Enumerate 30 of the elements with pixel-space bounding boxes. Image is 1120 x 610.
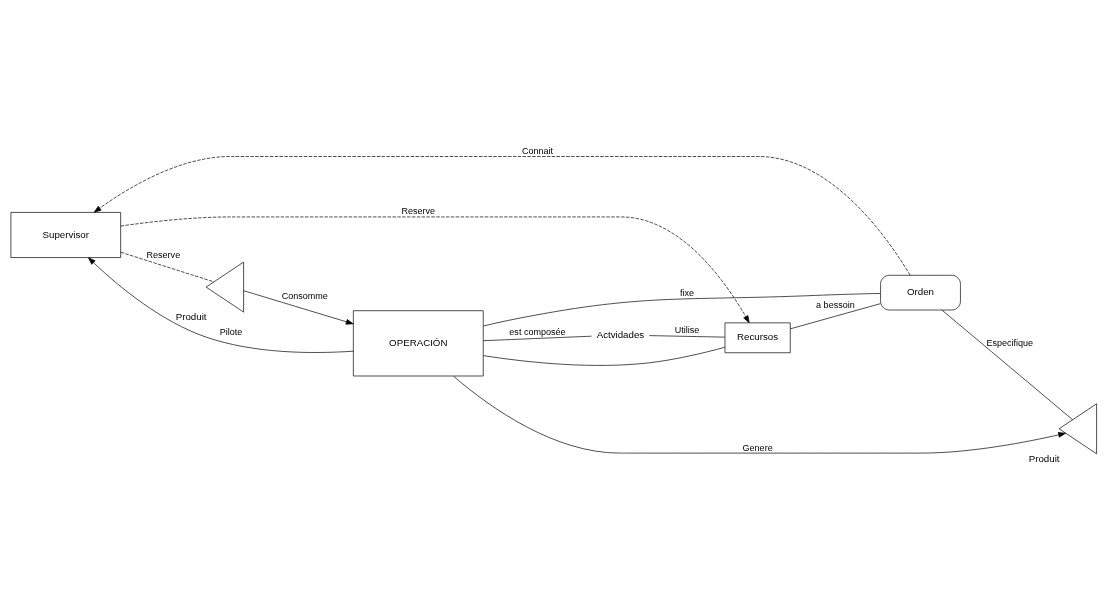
edge-label: est composée [509, 326, 566, 337]
node-box: Recursos [724, 322, 791, 353]
connector [648, 334, 726, 337]
arrow [88, 256, 354, 353]
arrow [243, 289, 354, 324]
node-text: Actvidades [596, 328, 645, 340]
edge-label: fixe [680, 287, 695, 298]
connector [483, 346, 726, 366]
edge-label: Reserve [146, 249, 181, 260]
node-box: Supervisor [10, 211, 121, 258]
arrow [93, 155, 911, 275]
connector [120, 251, 215, 282]
arrow [120, 216, 750, 323]
edge-label: Utilise [674, 324, 700, 335]
edge-label: Connait [521, 145, 553, 156]
connector [790, 302, 881, 329]
connector [483, 335, 592, 341]
node-box: OPERACIÓN [353, 309, 484, 376]
edge-label: Consomme [281, 290, 328, 301]
connector [483, 292, 881, 326]
connector [941, 309, 1073, 420]
edge-label: Reserve [401, 205, 436, 216]
edge-label: Genere [742, 442, 773, 453]
node-label: Produit [1028, 452, 1060, 464]
edge-label: Especifique [986, 337, 1034, 348]
edge-label: a bessoin [816, 299, 855, 310]
arrow [453, 375, 1066, 453]
node-box: Orden [880, 274, 961, 310]
edge-label: Pilote [219, 326, 243, 337]
node-label: Produit [175, 310, 207, 322]
